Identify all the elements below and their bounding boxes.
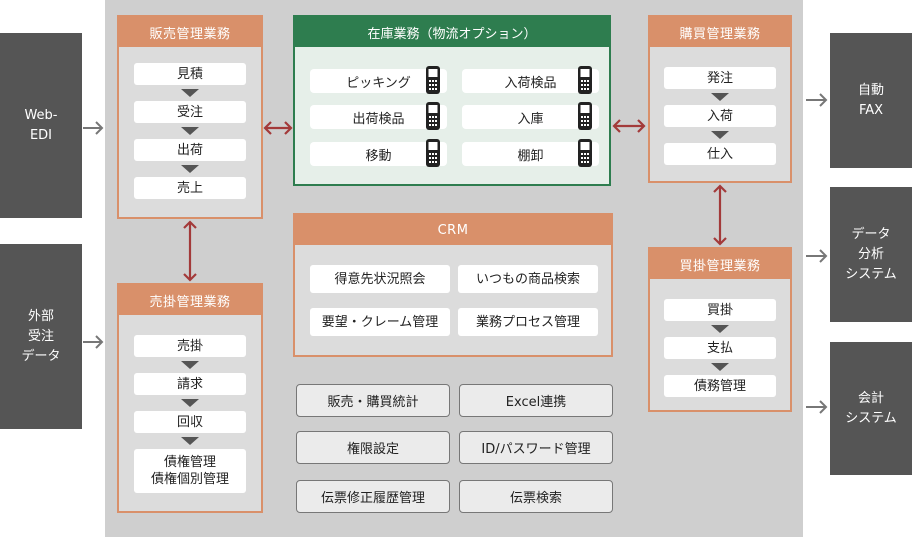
down-arrow-icon [711, 363, 729, 371]
inventory-picking-label: ピッキング [346, 75, 411, 91]
receivables-management-title: 売掛管理業務 [119, 285, 261, 315]
purchasing-management-title: 購買管理業務 [650, 17, 790, 47]
feature-slip-search: 伝票検索 [459, 480, 613, 513]
down-arrow-icon [181, 437, 199, 445]
crm-customer-status: 得意先状況照会 [310, 265, 450, 293]
handheld-terminal-icon [578, 139, 592, 167]
down-arrow-icon [181, 127, 199, 135]
feature-excel-link: Excel連携 [459, 384, 613, 417]
crm-usual-product-search: いつもの商品検索 [458, 265, 598, 293]
handheld-terminal-icon [578, 102, 592, 130]
sales-management-body: 見積 受注 出荷 売上 [119, 47, 261, 217]
receivables-management-body: 売掛 請求 回収 債権管理 債権個別管理 [119, 315, 261, 511]
external-order-data-label: 外部 受注 データ [21, 308, 61, 364]
receivables-management-module: 売掛管理業務 売掛 請求 回収 債権管理 債権個別管理 [117, 283, 263, 513]
crm-module: CRM 得意先状況照会 いつもの商品検索 要望・クレーム管理 業務プロセス管理 [293, 213, 613, 357]
receivables-step-ar: 売掛 [134, 335, 246, 357]
inventory-module: 在庫業務（物流オプション） ピッキング 入荷検品 出荷検品 入庫 移動 棚卸 [293, 15, 611, 186]
bidirectional-arrow-icon [183, 220, 197, 282]
inventory-stocktaking: 棚卸 [462, 142, 599, 166]
data-analysis-label: データ 分析 システム [845, 226, 897, 282]
handheld-terminal-icon [426, 66, 440, 94]
sales-management-title: 販売管理業務 [119, 17, 261, 47]
purchasing-step-receiving: 入荷 [664, 105, 776, 127]
external-order-data-box: 外部 受注 データ [0, 244, 82, 429]
payables-management-body: 買掛 支払 債務管理 [650, 279, 790, 410]
receivables-step-credit-management: 債権管理 債権個別管理 [134, 449, 246, 493]
down-arrow-icon [181, 165, 199, 173]
inventory-receiving-inspection-label: 入荷検品 [504, 75, 557, 91]
down-arrow-icon [711, 93, 729, 101]
bidirectional-arrow-icon [713, 184, 727, 246]
accounting-system-box: 会計 システム [830, 342, 912, 475]
purchasing-management-module: 購買管理業務 発注 入荷 仕入 [648, 15, 792, 183]
arrow-right-icon [806, 249, 828, 263]
arrow-right-icon [83, 335, 104, 349]
inventory-stocktaking-label: 棚卸 [517, 148, 544, 164]
down-arrow-icon [711, 325, 729, 333]
feature-id-password: ID/パスワード管理 [459, 431, 613, 464]
sales-step-sales: 売上 [134, 177, 246, 199]
accounting-system-label: 会計 システム [845, 390, 897, 426]
handheld-terminal-icon [426, 102, 440, 130]
inventory-transfer: 移動 [310, 142, 447, 166]
auto-fax-label: 自動 FAX [857, 82, 884, 118]
inventory-transfer-label: 移動 [365, 148, 392, 164]
feature-sales-purchase-stats: 販売・購買統計 [296, 384, 450, 417]
webedi-box: Web- EDI [0, 33, 82, 218]
sales-step-quote: 見積 [134, 63, 246, 85]
sales-step-shipping: 出荷 [134, 139, 246, 161]
purchasing-step-order: 発注 [664, 67, 776, 89]
sales-management-module: 販売管理業務 見積 受注 出荷 売上 [117, 15, 263, 219]
inventory-warehousing: 入庫 [462, 105, 599, 129]
inventory-warehousing-label: 入庫 [517, 111, 544, 127]
crm-title: CRM [295, 215, 611, 245]
down-arrow-icon [181, 89, 199, 97]
down-arrow-icon [711, 131, 729, 139]
payables-management-title: 買掛管理業務 [650, 249, 790, 279]
arrow-right-icon [83, 121, 104, 135]
arrow-right-icon [806, 93, 828, 107]
inventory-receiving-inspection: 入荷検品 [462, 69, 599, 93]
receivables-step-billing: 請求 [134, 373, 246, 395]
inventory-picking: ピッキング [310, 69, 447, 93]
purchasing-step-purchase: 仕入 [664, 143, 776, 165]
inventory-shipping-inspection-label: 出荷検品 [352, 111, 405, 127]
feature-permission-settings: 権限設定 [296, 431, 450, 464]
bidirectional-arrow-icon [612, 119, 646, 133]
down-arrow-icon [181, 399, 199, 407]
purchasing-management-body: 発注 入荷 仕入 [650, 47, 790, 181]
inventory-title: 在庫業務（物流オプション） [295, 17, 609, 47]
crm-body: 得意先状況照会 いつもの商品検索 要望・クレーム管理 業務プロセス管理 [295, 245, 611, 355]
webedi-label: Web- EDI [24, 107, 58, 143]
payables-step-ap: 買掛 [664, 299, 776, 321]
auto-fax-box: 自動 FAX [830, 33, 912, 168]
payables-step-debt-management: 債務管理 [664, 375, 776, 397]
inventory-body: ピッキング 入荷検品 出荷検品 入庫 移動 棚卸 [295, 47, 609, 184]
receivables-step-collection: 回収 [134, 411, 246, 433]
down-arrow-icon [181, 361, 199, 369]
handheld-terminal-icon [578, 66, 592, 94]
bidirectional-arrow-icon [263, 121, 293, 135]
handheld-terminal-icon [426, 139, 440, 167]
sales-step-order: 受注 [134, 101, 246, 123]
inventory-shipping-inspection: 出荷検品 [310, 105, 447, 129]
data-analysis-box: データ 分析 システム [830, 187, 912, 322]
crm-request-complaint: 要望・クレーム管理 [310, 308, 450, 336]
arrow-right-icon [806, 400, 828, 414]
crm-business-process: 業務プロセス管理 [458, 308, 598, 336]
payables-step-payment: 支払 [664, 337, 776, 359]
feature-slip-history: 伝票修正履歴管理 [296, 480, 450, 513]
payables-management-module: 買掛管理業務 買掛 支払 債務管理 [648, 247, 792, 412]
